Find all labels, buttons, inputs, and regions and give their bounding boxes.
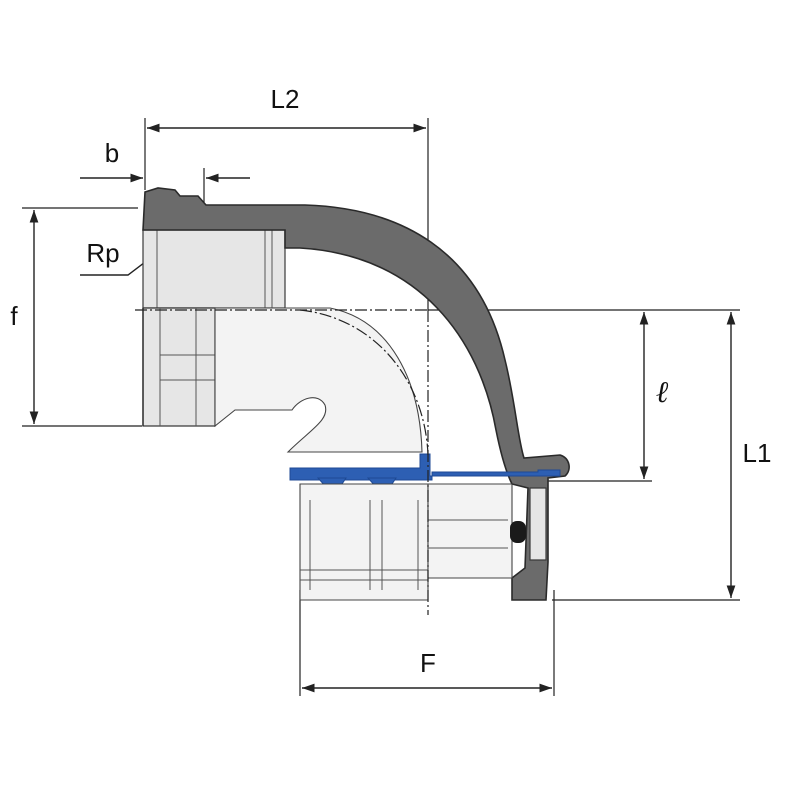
thread-socket-inner: [142, 229, 286, 309]
bend-axis: [299, 309, 429, 456]
nut-facet-lines: [300, 500, 428, 590]
label-l1: L1: [743, 438, 772, 468]
label-rp: Rp: [86, 238, 119, 268]
label-b: b: [105, 138, 119, 168]
thread-lines: [156, 230, 273, 308]
label-f: f: [10, 301, 18, 331]
pipe-lines: [428, 519, 508, 549]
elbow-outer-wall: [142, 187, 570, 601]
inner-passage: [214, 307, 423, 453]
compression-nut-left: [299, 483, 429, 601]
fitting-body: [142, 187, 570, 601]
compression-nut-right: [427, 483, 513, 579]
label-ell: ℓ: [656, 376, 669, 409]
label-l2: L2: [271, 84, 300, 114]
center-lines: [135, 309, 429, 615]
label-nut-width: F: [420, 648, 436, 678]
hex-flange-lines: [159, 308, 215, 426]
inner-sleeve: [529, 487, 547, 561]
seal-blue: [289, 453, 561, 481]
o-ring: [510, 521, 526, 543]
hex-flange: [142, 307, 216, 427]
